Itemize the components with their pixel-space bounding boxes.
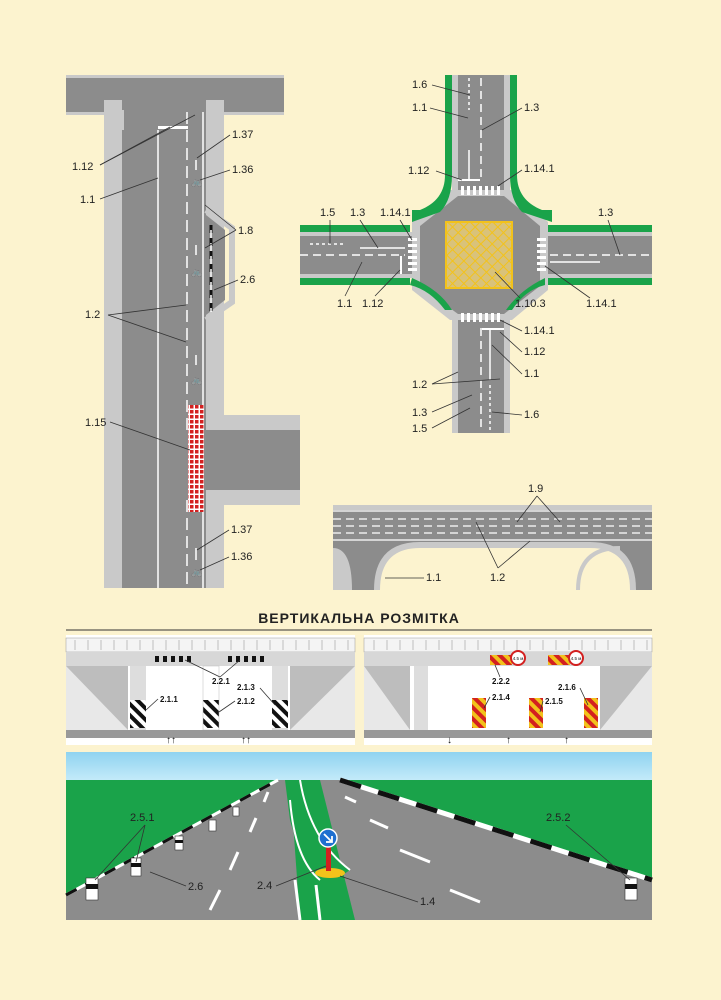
panel-road-labels: 1.12 1.1 1.37 1.36 1.8 2.6 1.2 1.15 1.37… [72,114,255,571]
label-2-6: 2.6 [240,274,255,286]
label-1-14-1-a: 1.14.1 [524,163,555,175]
label-1-4: 1.4 [420,896,435,908]
label-1-36: 1.36 [232,164,253,176]
section-title: ВЕРТИКАЛЬНА РОЗМІТКА [258,610,460,626]
label-2-2-2: 2.2.2 [492,677,510,686]
panel-intersection-labels: 1.6 1.1 1.3 1.12 1.14.1 1.5 1.3 1.14.1 1… [320,79,621,435]
svg-text:🚲: 🚲 [191,568,202,578]
panel-intersection [300,75,652,433]
label-2-1-2: 2.1.2 [237,697,255,706]
label-1-1: 1.1 [80,194,95,206]
label-1-3-c: 1.3 [598,207,613,219]
label-1-37-b: 1.37 [231,524,252,536]
label-1-6-b: 1.6 [524,409,539,421]
label-1-2-a: 1.2 [412,379,427,391]
panel-perspective [65,752,653,921]
label-1-3-d: 1.3 [412,407,427,419]
label-2-6-b: 2.6 [188,881,203,893]
label-2-1-6: 2.1.6 [558,683,576,692]
label-1-1-b: 1.1 [337,298,352,310]
label-2-1-1: 2.1.1 [160,695,178,704]
svg-text:🚲: 🚲 [191,268,202,278]
panel-bridge-left: ↑↑ ↑↑ 2.2.1 2.1.1 2.1.3 2.1.2 [65,635,356,746]
height-sign-text-b: 4.5 м [571,656,582,661]
label-1-37: 1.37 [232,129,253,141]
label-2-1-4: 2.1.4 [492,693,510,702]
label-1-14-1-b: 1.14.1 [380,207,411,219]
panel-overpass [333,505,652,591]
panel-perspective-labels: 2.5.1 2.6 2.4 1.4 2.5.2 [94,812,631,908]
label-2-5-1: 2.5.1 [130,812,154,824]
label-1-3-b: 1.3 [350,207,365,219]
label-1-2: 1.2 [85,309,100,321]
svg-text:↑↑: ↑↑ [241,735,251,746]
svg-text:↑: ↑ [564,735,569,746]
label-2-1-3: 2.1.3 [237,683,255,692]
label-1-14-1-c: 1.14.1 [586,298,617,310]
label-1-12-c: 1.12 [524,346,545,358]
svg-text:🚲: 🚲 [191,178,202,188]
panel-bridge-right: 4.5 м 4.5 м ↓ ↑ ↑ 2.2.2 2.1.4 2.1.6 2.1.5 [363,635,653,746]
svg-text:🚲: 🚲 [191,376,202,386]
label-1-12-a: 1.12 [408,165,429,177]
label-2-5-2: 2.5.2 [546,812,570,824]
panel-overpass-labels: 1.9 1.1 1.2 [385,483,561,584]
label-1-1-d: 1.1 [426,572,441,584]
label-1-12: 1.12 [72,161,93,173]
label-1-2-b: 1.2 [490,572,505,584]
label-2-1-5: 2.1.5 [545,697,563,706]
label-1-5-a: 1.5 [320,207,335,219]
label-1-1-c: 1.1 [524,368,539,380]
panel-road-bike-lane: 🚲 🚲 🚲 🚲 [66,75,300,588]
label-1-1-a: 1.1 [412,102,427,114]
svg-text:↓: ↓ [447,735,452,746]
svg-text:↑: ↑ [506,735,511,746]
label-1-12-b: 1.12 [362,298,383,310]
label-1-9: 1.9 [528,483,543,495]
label-1-36-b: 1.36 [231,551,252,563]
label-1-8: 1.8 [238,225,253,237]
label-1-3-a: 1.3 [524,102,539,114]
label-1-6: 1.6 [412,79,427,91]
label-1-10-3: 1.10.3 [515,298,546,310]
label-1-15: 1.15 [85,417,106,429]
label-2-4: 2.4 [257,880,272,892]
height-sign-text: 4.5 м [513,656,524,661]
svg-text:↑↑: ↑↑ [166,735,176,746]
label-1-14-1-d: 1.14.1 [524,325,555,337]
label-1-5-b: 1.5 [412,423,427,435]
label-2-2-1: 2.2.1 [212,677,230,686]
